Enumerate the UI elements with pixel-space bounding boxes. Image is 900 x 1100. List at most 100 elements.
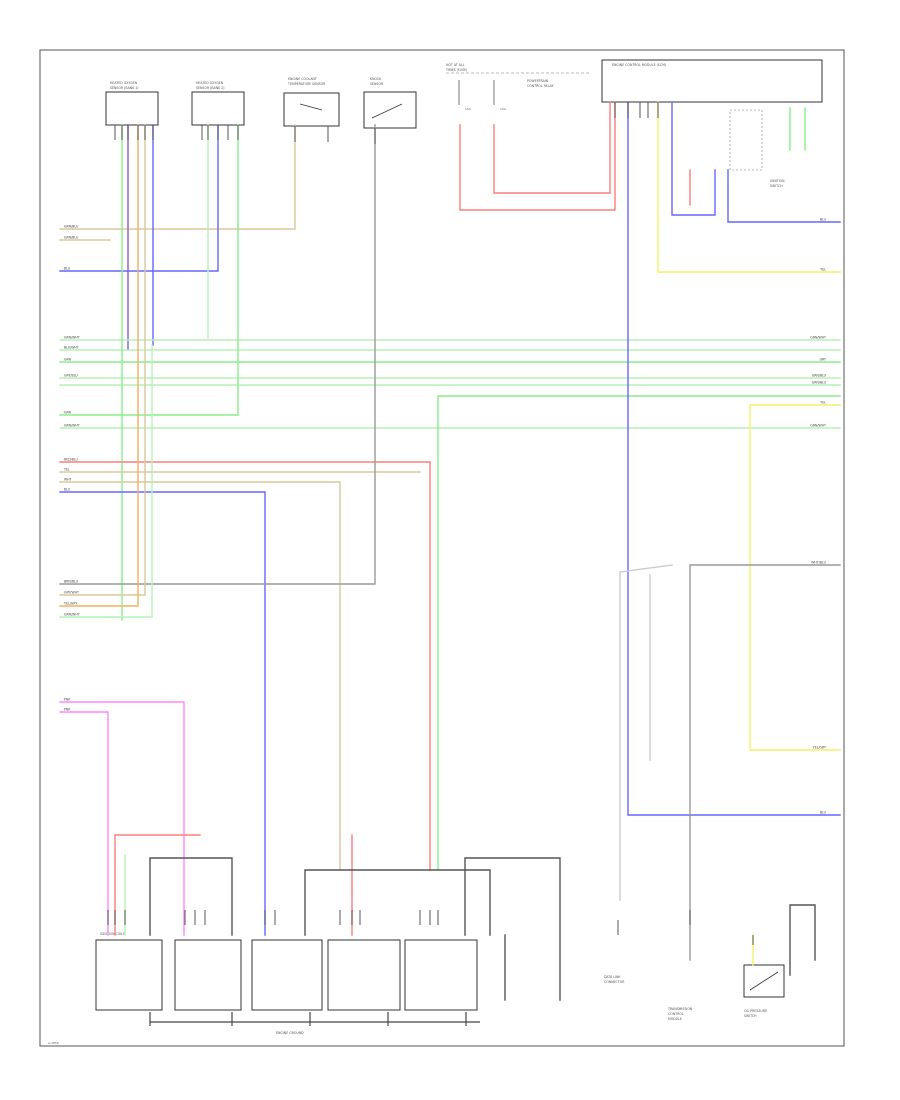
wire-gray <box>59 124 376 585</box>
left-wire-labels: GRN/BLU GRN/BLU BLU GRN/WHT BLU/WHT GRN GRY/BL… <box>64 225 80 712</box>
ignition-coils: IGNITION COILS <box>95 932 478 1011</box>
component-label: POWERTRAIN <box>527 79 549 83</box>
wire-label: WHT <box>64 478 72 482</box>
wire-label: GRN/BLU <box>64 236 79 240</box>
wire-pink <box>59 701 185 936</box>
wire-label: PNK <box>64 708 71 712</box>
svg-text:15A: 15A <box>465 107 472 111</box>
component-label: ENGINE CONTROL MODULE (ECM) <box>612 63 666 67</box>
wire-green <box>437 395 841 871</box>
wire-black <box>464 857 561 1001</box>
wire-label: YEL/GRY <box>64 602 77 606</box>
component-label: DATA LINK <box>604 975 621 979</box>
wire-label: PNK <box>64 698 71 702</box>
wire-label: GRN/WHT <box>64 613 80 617</box>
component-label: ENGINE COOLANT <box>288 77 317 81</box>
component-label: OIL PRESSURE <box>744 1009 767 1013</box>
knock-sensor: KNOCK SENSOR <box>363 77 417 129</box>
wire-label: BLU/WHT <box>64 346 79 350</box>
component-label: SWITCH <box>770 184 783 188</box>
wire-label: YEL <box>820 401 826 405</box>
wire-tan <box>59 124 296 230</box>
ground-bus-label: ENGINE GROUND <box>276 1031 304 1035</box>
component-label: HOT AT ALL <box>446 63 465 67</box>
engine-coolant-temperature-sensor: ENGINE COOLANT TEMPERATURE SENSOR <box>283 77 340 127</box>
component-label: SWITCH <box>744 1014 757 1018</box>
component-label: CONNECTOR <box>604 980 625 984</box>
wire-yellow <box>749 404 841 751</box>
component-label: CONTROL <box>668 1012 684 1016</box>
wire-label: GRN/WHT <box>810 336 826 340</box>
wire-black <box>149 857 233 936</box>
wire-label: GRN <box>64 358 72 362</box>
wire-tan <box>59 124 146 596</box>
component-label: TRANSMISSION <box>667 1007 693 1011</box>
wire-label: WHT/BLU <box>811 561 826 565</box>
heated-oxygen-sensor-bank-1: HEATED OXYGEN SENSOR (BANK 1) <box>105 81 159 126</box>
wire-label: BLU <box>64 267 71 271</box>
wire-tan <box>59 481 341 871</box>
component-label: CONTROL RELAY <box>527 84 554 88</box>
component-label: HEATED OXYGEN <box>110 81 138 85</box>
wire-blue <box>627 101 841 816</box>
transmission-control-module: TRANSMISSION CONTROL MODULE <box>667 1007 693 1021</box>
component-label: TEMPERATURE SENSOR <box>287 82 326 86</box>
wire-label: BLU <box>820 218 827 222</box>
engine-control-module: ENGINE CONTROL MODULE (ECM) <box>601 59 823 103</box>
component-label: MODULE <box>668 1017 682 1021</box>
component-label: SENSOR (BANK 1) <box>110 86 139 90</box>
wire-label: BLU <box>64 488 71 492</box>
wires <box>59 101 841 1001</box>
wire-label: BLU <box>820 811 827 815</box>
component-label: IGNITION <box>770 179 785 183</box>
component-label: KNOCK <box>370 77 382 81</box>
wire-red <box>493 101 611 194</box>
wire-black <box>304 869 491 936</box>
right-wire-labels: BLU YEL GRN/WHT GRY GRN/BLU GRN/BLU YEL GRN/WHT… <box>810 218 826 815</box>
wire-orange <box>59 124 139 607</box>
wire-label: YEL/GRY <box>813 746 826 750</box>
ignition-switch: IGNITION SWITCH <box>729 109 785 188</box>
wire-blue <box>59 124 219 272</box>
wire-label: YEL <box>820 268 826 272</box>
wire-label: GRN/BLU <box>812 374 827 378</box>
wire-label: GRN/BLU <box>812 381 827 385</box>
wire-label: RED/BLU <box>64 458 79 462</box>
powertrain-control-relay: POWERTRAIN CONTROL RELAY <box>527 79 554 88</box>
component-label: SENSOR (BANK 2) <box>196 86 225 90</box>
wire-label: GRN/WHT <box>64 336 80 340</box>
wire-label: BRN/BLU <box>64 580 79 584</box>
component-label: TIMES (FUSE) <box>445 68 467 72</box>
wire-blue <box>59 491 266 936</box>
wire-red <box>459 101 616 211</box>
wire-label: GRN <box>64 411 72 415</box>
wire-lgreen <box>59 344 153 618</box>
wire-label: GRN/WHT <box>810 424 826 428</box>
component-label: SENSOR <box>370 82 384 86</box>
diagram-code: A-3856 <box>48 1041 59 1045</box>
fuse-block: HOT AT ALL TIMES (FUSE) 15A 10A <box>445 63 590 111</box>
svg-text:10A: 10A <box>500 107 507 111</box>
wire-label: GRN/BLU <box>64 225 79 229</box>
wire-label: YEL <box>64 468 70 472</box>
diagram-frame <box>39 49 845 1047</box>
engine-ground-bus: ENGINE GROUND <box>149 1012 480 1035</box>
wire-blue <box>727 169 841 223</box>
wire-red <box>114 834 201 936</box>
wire-pink <box>59 711 109 936</box>
wire-label: GRY/BLU <box>64 374 78 378</box>
wire-yellow <box>657 101 841 273</box>
wire-label: GRY/WHT <box>64 591 79 595</box>
heated-oxygen-sensor-bank-2: HEATED OXYGEN SENSOR (BANK 2) <box>191 81 245 126</box>
wire-green <box>59 124 239 416</box>
component-label: IGNITION COILS <box>100 932 125 936</box>
wire-label: GRY <box>820 358 826 362</box>
wire-blue <box>671 101 716 216</box>
wire-black <box>789 904 816 976</box>
wire-gray <box>689 564 841 961</box>
data-link-connector: DATA LINK CONNECTOR <box>604 975 625 984</box>
wire-white <box>619 564 673 901</box>
wire-label: GRN/WHT <box>64 424 80 428</box>
oil-pressure-switch: OIL PRESSURE SWITCH <box>743 964 785 1018</box>
